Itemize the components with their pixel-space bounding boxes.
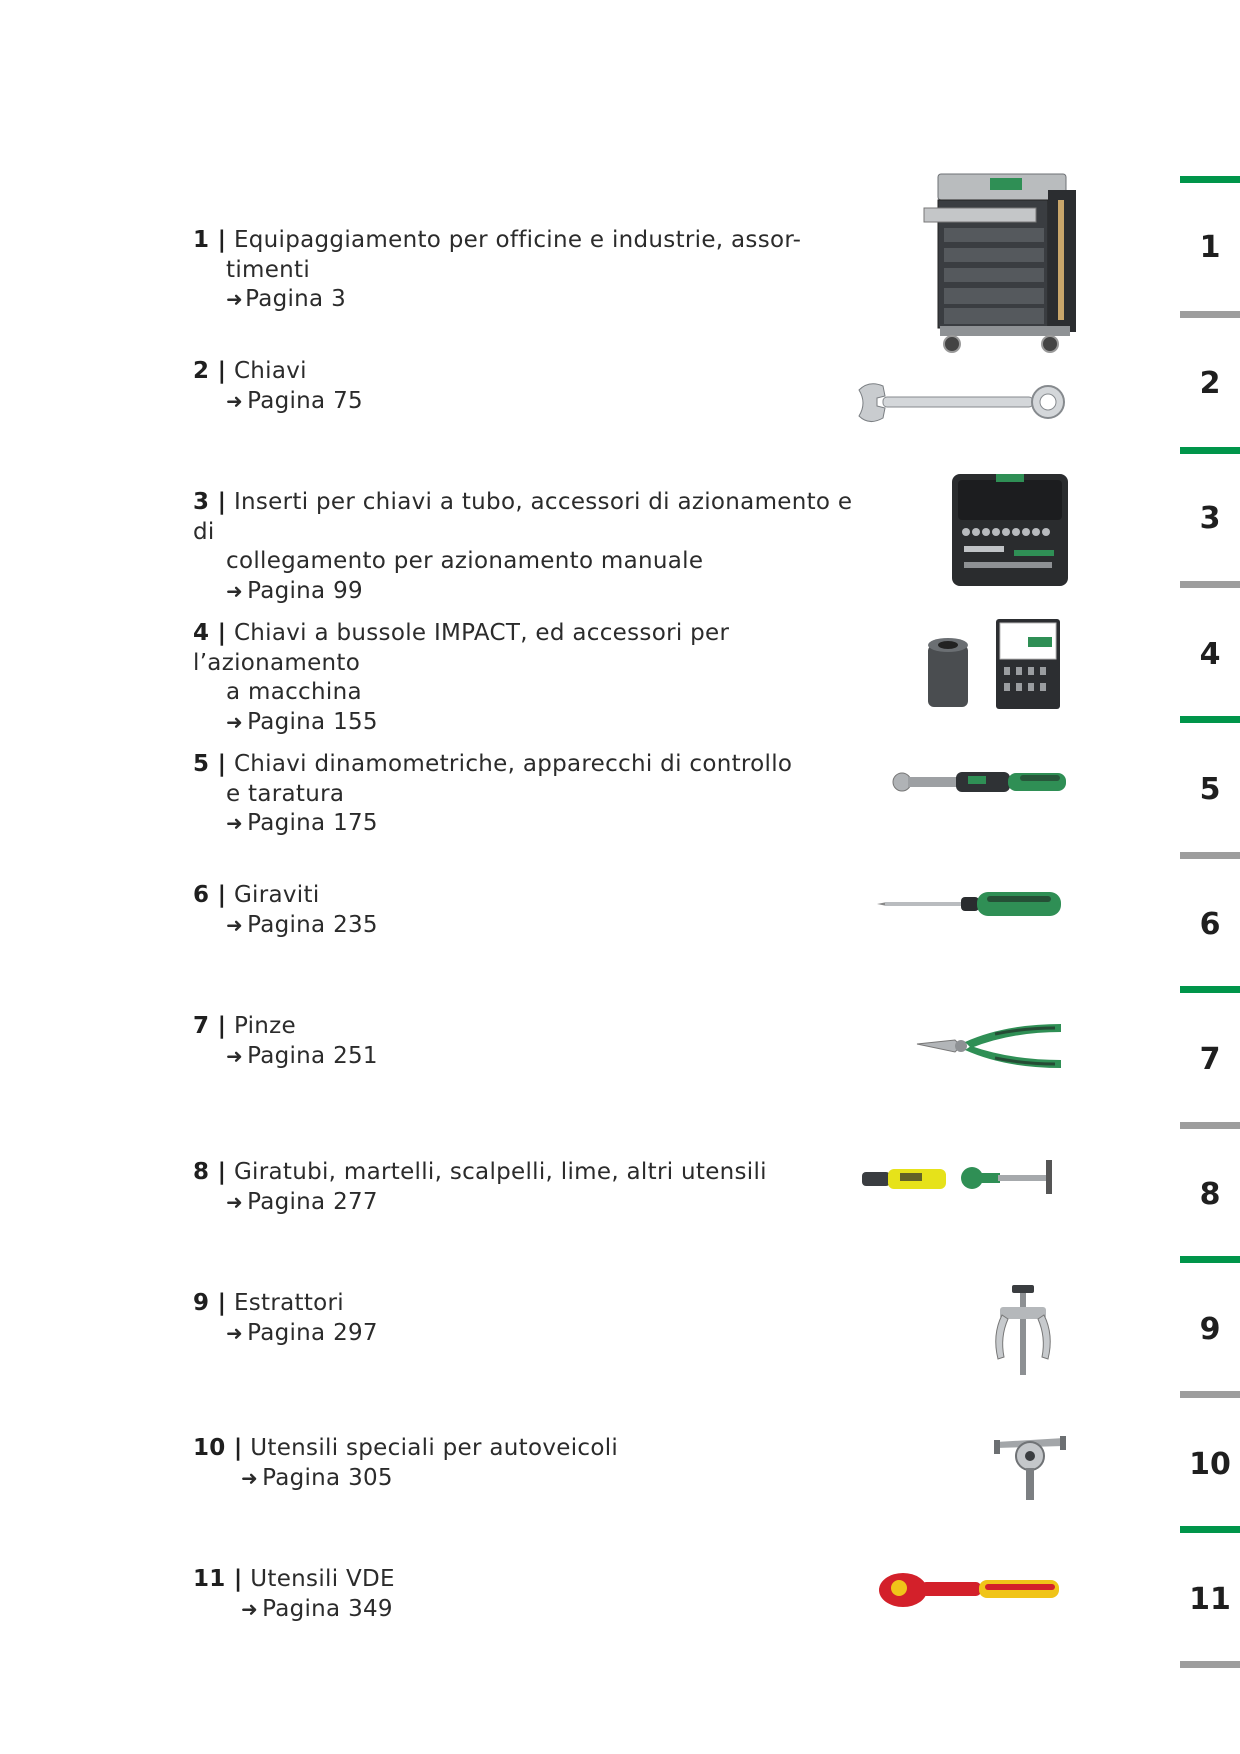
entry-title-cont: timenti (226, 256, 311, 283)
tab-10[interactable]: 10 (1189, 1447, 1231, 1482)
entry-title: Pinze (233, 1013, 296, 1039)
page-link[interactable]: Pagina 175 (247, 810, 378, 836)
entry-number: 9 | (193, 1290, 227, 1316)
arrow-right-icon: ➜ (226, 811, 244, 835)
socket-set-case-icon (950, 470, 1072, 590)
entry-number: 2 | (193, 358, 227, 384)
toc-entry-10[interactable]: 10 | Utensili speciali per autoveicoli ➜… (193, 1434, 873, 1493)
entry-number: 4 | (193, 620, 227, 646)
entry-number: 3 | (193, 489, 227, 515)
tab-6[interactable]: 6 (1199, 907, 1221, 942)
entry-title: Estrattori (233, 1290, 344, 1316)
entry-title-cont: a macchina (226, 679, 362, 705)
tab-divider-grey (1180, 311, 1240, 318)
tab-divider-grey (1180, 581, 1240, 588)
tab-7[interactable]: 7 (1199, 1042, 1221, 1077)
entry-number: 11 | (193, 1566, 243, 1592)
entry-title: Utensili speciali per autoveicoli (250, 1435, 619, 1461)
toc-entry-9[interactable]: 9 | Estrattori ➜Pagina 297 (193, 1289, 873, 1348)
arrow-right-icon: ➜ (226, 1320, 244, 1345)
entry-title: Chiavi dinamometriche, apparecchi di con… (233, 751, 793, 777)
page-link[interactable]: Pagina 75 (247, 387, 363, 414)
arrow-right-icon: ➜ (226, 912, 244, 937)
page-link[interactable]: Pagina 251 (247, 1042, 378, 1069)
puller-icon (990, 1285, 1060, 1380)
toc-entry-4[interactable]: 4 | Chiavi a bussole IMPACT, ed accessor… (193, 619, 873, 737)
entry-title-cont: collegamento per azionamento manuale (226, 548, 704, 574)
tab-divider-grey (1180, 1122, 1240, 1129)
entry-title: Utensili VDE (250, 1566, 395, 1592)
entry-title-cont: e taratura (226, 780, 345, 807)
tab-11[interactable]: 11 (1189, 1582, 1231, 1617)
tab-divider-green (1180, 176, 1240, 183)
entry-number: 10 | (193, 1435, 243, 1461)
arrow-right-icon: ➜ (226, 709, 244, 734)
page-link[interactable]: Pagina 277 (247, 1188, 378, 1215)
page-link[interactable]: Pagina 99 (247, 577, 363, 604)
page-link[interactable]: Pagina 155 (247, 708, 378, 735)
tab-divider-green (1180, 716, 1240, 723)
toc-entry-8[interactable]: 8 | Giratubi, martelli, scalpelli, lime,… (193, 1158, 873, 1217)
pipe-cutter-icon (860, 1158, 1070, 1198)
arrow-right-icon: ➜ (226, 578, 244, 603)
entry-number: 1 | (193, 227, 227, 253)
entry-title: Chiavi a bussole IMPACT, ed accessori pe… (193, 620, 730, 676)
toc-entry-5[interactable]: 5 | Chiavi dinamometriche, apparecchi di… (193, 750, 873, 839)
impact-socket-icon (920, 615, 1070, 715)
tab-divider-grey (1180, 852, 1240, 859)
screwdriver-icon (875, 886, 1065, 922)
tab-2[interactable]: 2 (1199, 366, 1221, 401)
oil-filter-wrench-icon (990, 1432, 1070, 1504)
arrow-right-icon: ➜ (226, 1189, 244, 1214)
tab-divider-green (1180, 1256, 1240, 1263)
tab-5[interactable]: 5 (1199, 772, 1221, 807)
entry-title: Giraviti (233, 882, 320, 908)
toc-entry-3[interactable]: 3 | Inserti per chiavi a tubo, accessori… (193, 488, 873, 606)
pliers-icon (915, 1018, 1065, 1074)
entry-number: 5 | (193, 751, 227, 777)
entry-number: 6 | (193, 882, 227, 908)
page-link[interactable]: Pagina 3 (245, 286, 346, 312)
arrow-right-icon: ➜ (241, 1596, 259, 1621)
toc-entry-2[interactable]: 2 | Chiavi ➜Pagina 75 (193, 357, 873, 416)
tab-3[interactable]: 3 (1199, 501, 1221, 536)
toc-entry-1[interactable]: 1 | Equipaggiamento per officine e indus… (193, 226, 873, 315)
tab-divider-green (1180, 447, 1240, 454)
arrow-right-icon: ➜ (241, 1465, 259, 1490)
page-link[interactable]: Pagina 297 (247, 1319, 378, 1346)
toc-entry-11[interactable]: 11 | Utensili VDE ➜Pagina 349 (193, 1565, 873, 1624)
combination-wrench-icon (855, 376, 1070, 431)
page-link[interactable]: Pagina 349 (262, 1595, 393, 1622)
tab-8[interactable]: 8 (1199, 1177, 1221, 1212)
tab-9[interactable]: 9 (1199, 1312, 1221, 1347)
arrow-right-icon: ➜ (226, 388, 244, 413)
tab-divider-green (1180, 1526, 1240, 1533)
toc-entry-6[interactable]: 6 | Giraviti ➜Pagina 235 (193, 881, 873, 940)
entry-title: Inserti per chiavi a tubo, accessori di … (193, 489, 853, 545)
tool-cabinet-icon (920, 168, 1090, 358)
entry-title: Giratubi, martelli, scalpelli, lime, alt… (233, 1159, 767, 1185)
entry-number: 8 | (193, 1159, 227, 1185)
entry-title: Equipaggiamento per officine e industrie… (233, 227, 802, 253)
entry-title: Chiavi (233, 358, 307, 384)
tab-divider-grey (1180, 1391, 1240, 1398)
vde-ratchet-icon (875, 1568, 1065, 1614)
page-link[interactable]: Pagina 305 (262, 1464, 393, 1491)
entry-number: 7 | (193, 1013, 227, 1039)
page-link[interactable]: Pagina 235 (247, 911, 378, 938)
tab-divider-green (1180, 986, 1240, 993)
tab-divider-grey (1180, 1661, 1240, 1668)
tab-4[interactable]: 4 (1199, 637, 1221, 672)
torque-wrench-icon (890, 764, 1070, 800)
arrow-right-icon: ➜ (226, 287, 244, 311)
toc-entry-7[interactable]: 7 | Pinze ➜Pagina 251 (193, 1012, 873, 1071)
tab-1[interactable]: 1 (1199, 230, 1221, 265)
arrow-right-icon: ➜ (226, 1043, 244, 1068)
